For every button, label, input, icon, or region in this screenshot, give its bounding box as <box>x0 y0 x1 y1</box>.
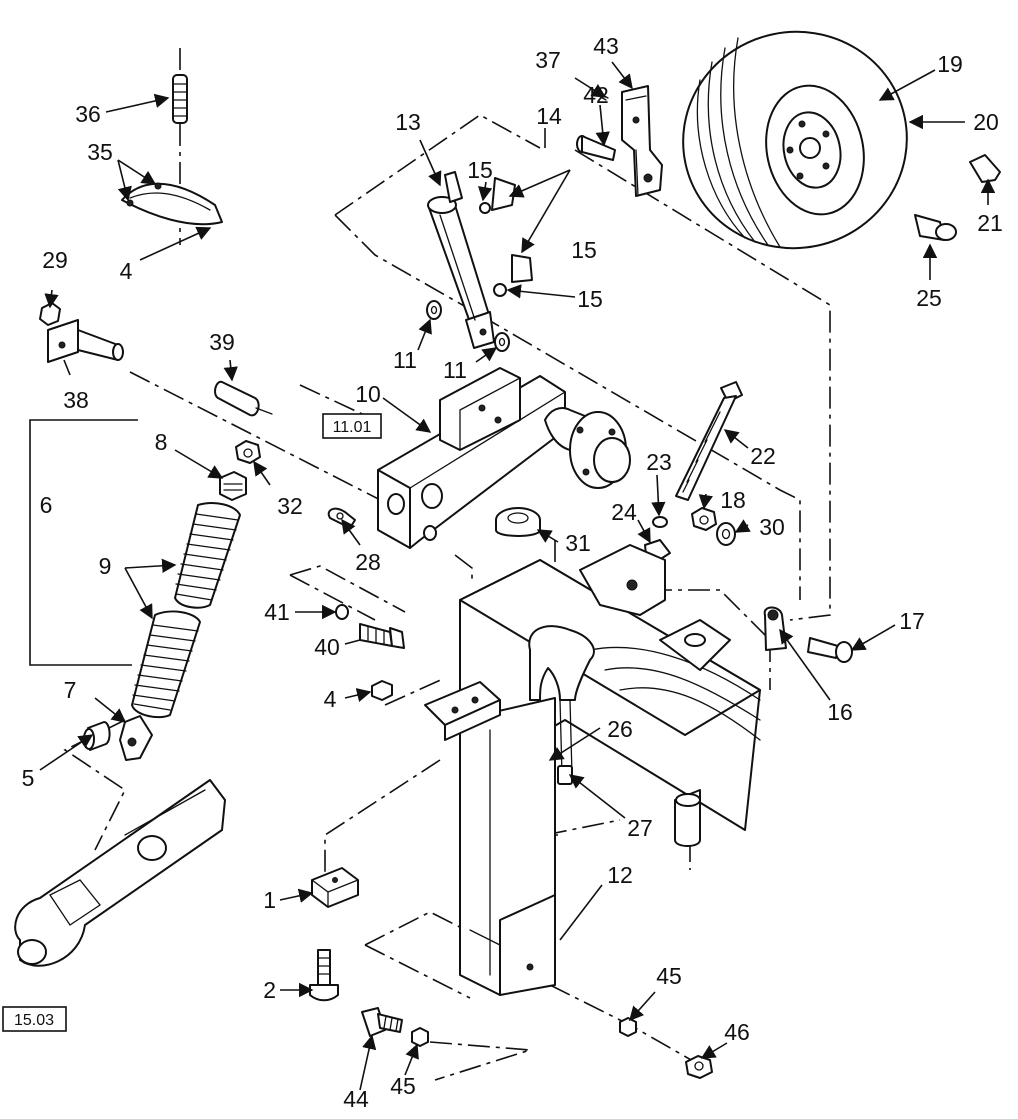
part-2-bolt <box>309 949 339 1002</box>
part-45-nut-lower <box>411 1027 429 1047</box>
part-31-bushing <box>495 507 541 537</box>
part-41-washer <box>335 604 349 620</box>
part-28-clip <box>327 507 356 529</box>
part-43-bracket <box>621 85 663 197</box>
part-11-washer-lower <box>494 332 510 352</box>
part-number-label: 11 <box>443 357 467 383</box>
part-number-label: 14 <box>536 103 562 129</box>
part-number-label: 2 <box>263 977 276 1003</box>
part-number-label: 15 <box>571 237 597 263</box>
part-number-label: 9 <box>99 553 112 579</box>
part-number-label: 35 <box>87 139 113 165</box>
part-9-spring-lower <box>131 610 201 719</box>
part-13-hydraulic-cylinder <box>427 171 495 349</box>
part-number-label: 15 <box>577 286 603 312</box>
part-11-washer-upper <box>426 300 442 320</box>
part-number-label: 43 <box>593 33 619 59</box>
part-number-label: 7 <box>64 677 77 703</box>
part-4-nut-mid <box>371 680 393 701</box>
part-number-label: 26 <box>607 716 633 742</box>
part-number-label: 24 <box>611 499 637 525</box>
part-number-label: 12 <box>607 862 633 888</box>
ref-box-label: 15.03 <box>14 1012 54 1029</box>
part-19-rim <box>765 84 865 216</box>
part-40-bolt <box>359 623 405 649</box>
part-number-label: 13 <box>395 109 421 135</box>
part-number-label: 23 <box>646 449 672 475</box>
part-number-label: 39 <box>209 329 235 355</box>
part-number-label: 21 <box>977 210 1003 236</box>
part-42-pin <box>576 135 616 161</box>
part-16-clamp <box>763 606 787 651</box>
part-35-shield-clip <box>121 182 223 226</box>
part-number-label: 5 <box>22 765 35 791</box>
part-number-label: 16 <box>827 699 853 725</box>
ref-box-11-01: 11.01 <box>322 413 382 439</box>
leg-top-bracket <box>424 681 501 741</box>
part-38-pin-plate <box>47 319 124 363</box>
part-21-lug-nut <box>969 154 1001 183</box>
part-39-sleeve <box>214 380 273 417</box>
part-number-label: 30 <box>759 514 785 540</box>
part-number-label: 25 <box>916 285 942 311</box>
main-frame-beam <box>459 544 761 847</box>
part-1-block <box>311 867 359 908</box>
part-17-bolt <box>807 637 853 663</box>
leader-lines <box>29 61 996 1091</box>
part-number-label: 8 <box>155 429 168 455</box>
part-number-label: 28 <box>355 549 381 575</box>
part-number-label: 31 <box>565 530 591 556</box>
part-30-washer <box>716 522 736 546</box>
part-number-label: 15 <box>467 157 493 183</box>
part-9-spring-upper <box>174 502 241 609</box>
ref-box-15-03: 15.03 <box>2 1006 67 1032</box>
part-number-label: 10 <box>355 381 381 407</box>
part-18-hex-nut <box>691 507 717 531</box>
part-number-label: 29 <box>42 247 68 273</box>
part-number-label: 44 <box>343 1086 369 1112</box>
part-number-label: 38 <box>63 387 89 413</box>
part-number-label: 32 <box>277 493 303 519</box>
part-number-label: 45 <box>656 963 682 989</box>
part-number-label: 22 <box>750 443 776 469</box>
part-number-label: 42 <box>583 82 609 108</box>
part-number-label: 45 <box>390 1073 416 1099</box>
part-number-label: 19 <box>937 51 963 77</box>
part-46-hex-nut <box>685 1055 713 1079</box>
part-23-washer <box>652 516 668 528</box>
part-number-label: 6 <box>40 492 53 518</box>
part-22-long-bolt <box>675 381 743 501</box>
part-10-swing-arm <box>377 367 631 549</box>
part-32-hex-nut <box>235 440 261 464</box>
part-number-label: 40 <box>314 634 340 660</box>
part-number-label: 1 <box>263 887 276 913</box>
part-number-label: 18 <box>720 487 746 513</box>
part-45-nut-right <box>619 1017 637 1037</box>
part-36-spring-pin <box>172 74 188 124</box>
part-7-spring-end <box>119 715 153 761</box>
part-labels: 1 2 4 4 5 6 7 8 9 10 11 11 12 13 14 15 1… <box>22 33 1003 1112</box>
lower-link-arm <box>14 779 226 967</box>
part-15-fitting-lower <box>493 254 533 297</box>
part-number-label: 41 <box>264 599 290 625</box>
part-number-label: 17 <box>899 608 925 634</box>
part-8-spring-cap <box>219 471 247 501</box>
part-number-label: 20 <box>973 109 999 135</box>
part-number-label: 37 <box>535 47 561 73</box>
part-5-bushing <box>83 721 111 751</box>
part-number-label: 4 <box>120 258 133 284</box>
part-44-bolt <box>361 1007 403 1037</box>
part-25-wheel-bolt <box>914 214 957 241</box>
ref-box-label: 11.01 <box>333 419 372 436</box>
part-number-label: 4 <box>324 686 337 712</box>
part-number-label: 11 <box>393 347 417 373</box>
part-number-label: 27 <box>627 815 653 841</box>
part-12-leg <box>459 697 556 996</box>
part-number-label: 36 <box>75 101 101 127</box>
part-number-label: 46 <box>724 1019 750 1045</box>
